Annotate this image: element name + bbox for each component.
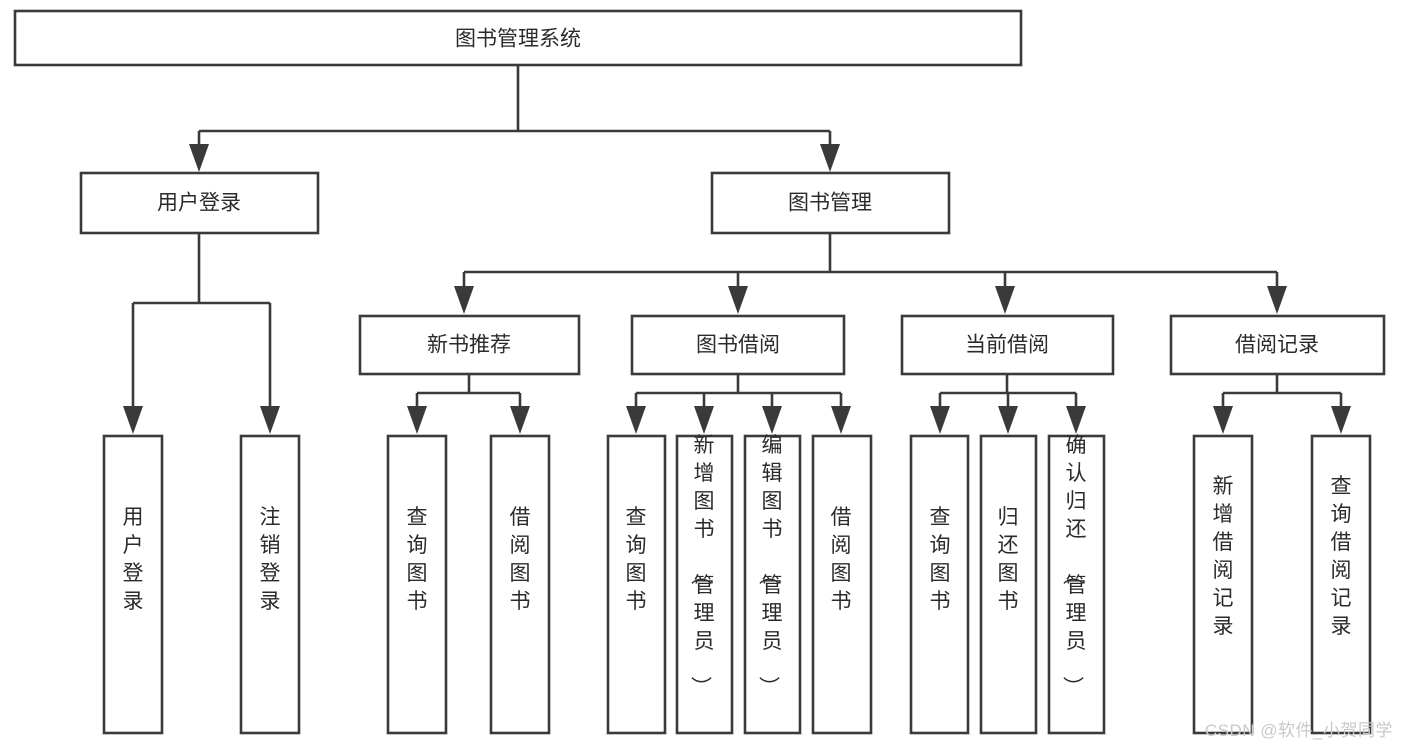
leaf-user-login-label: 用户登录 xyxy=(123,506,144,613)
node-new-book-recommend[interactable]: 新书推荐 xyxy=(358,314,581,376)
csdn-watermark: CSDN @软件_小贺同学 xyxy=(1204,721,1393,740)
leaf-newbook-query-book-box[interactable] xyxy=(386,434,448,735)
arrowhead-to-leaf-current-query xyxy=(930,406,950,434)
arrowhead-to-leaf-borrow-add xyxy=(694,406,714,434)
leaf-record-query-label: 查询借阅记录 xyxy=(1331,475,1352,638)
leaf-borrow-edit-book-label: 编辑图书（管理员） xyxy=(757,434,783,697)
arrowhead-to-leaf-logout xyxy=(260,406,280,434)
leaf-newbook-query-book[interactable]: 查询图书 xyxy=(386,434,448,735)
leaf-borrow-query-book-label: 查询图书 xyxy=(626,506,647,613)
leaf-logout[interactable]: 注销登录 xyxy=(239,434,301,735)
node-book-borrow-box[interactable] xyxy=(630,314,846,376)
leaf-logout-label: 注销登录 xyxy=(260,506,281,613)
leaf-user-login[interactable]: 用户登录 xyxy=(102,434,164,735)
leaf-borrow-add-book-box[interactable] xyxy=(675,434,734,735)
leaf-newbook-borrow-book-box[interactable] xyxy=(489,434,551,735)
arrowhead-to-leaf-newbook-query xyxy=(407,406,427,434)
leaf-current-query-book-label: 查询图书 xyxy=(930,506,951,613)
node-user-login-label: 用户登录 xyxy=(157,192,241,215)
arrowhead-to-book-mgmt xyxy=(820,144,840,172)
leaf-borrow-query-book-box[interactable] xyxy=(606,434,667,735)
leaf-current-return-book-label: 归还图书 xyxy=(998,506,1019,613)
node-borrow-record-box[interactable] xyxy=(1169,314,1386,376)
connector-layer xyxy=(131,65,1343,406)
leaf-borrow-add-book-label: 新增图书（管理员） xyxy=(689,434,715,697)
node-root-system[interactable]: 图书管理系统 xyxy=(13,9,1023,67)
leaf-current-query-book-box[interactable] xyxy=(909,434,970,735)
leaf-current-confirm-return-box[interactable] xyxy=(1047,434,1106,735)
node-current-borrow-label: 当前借阅 xyxy=(965,334,1049,357)
arrowhead-to-current xyxy=(995,286,1015,314)
node-book-borrow[interactable]: 图书借阅 xyxy=(630,314,846,376)
leaf-record-query[interactable]: 查询借阅记录 xyxy=(1310,434,1372,735)
leaf-borrow-lend-book-label: 借阅图书 xyxy=(831,506,852,613)
node-current-borrow-box[interactable] xyxy=(900,314,1115,376)
leaf-current-query-book[interactable]: 查询图书 xyxy=(909,434,970,735)
leaf-borrow-query-book[interactable]: 查询图书 xyxy=(606,434,667,735)
leaf-logout-box[interactable] xyxy=(239,434,301,735)
leaf-record-add-label: 新增借阅记录 xyxy=(1213,475,1234,638)
node-book-borrow-label: 图书借阅 xyxy=(696,334,780,357)
arrowhead-to-record xyxy=(1267,286,1287,314)
leaf-borrow-add-book[interactable]: 新增图书（管理员） xyxy=(675,434,734,735)
node-borrow-record-label: 借阅记录 xyxy=(1235,334,1319,357)
arrowhead-to-borrow xyxy=(728,286,748,314)
arrowhead-to-leaf-record-query xyxy=(1331,406,1351,434)
node-book-management[interactable]: 图书管理 xyxy=(710,171,951,235)
leaf-record-query-box[interactable] xyxy=(1310,434,1372,735)
arrowhead-to-leaf-borrow-edit xyxy=(762,406,782,434)
arrowhead-layer xyxy=(123,144,1351,434)
leaf-borrow-edit-book[interactable]: 编辑图书（管理员） xyxy=(743,434,802,735)
leaf-borrow-lend-book[interactable]: 借阅图书 xyxy=(811,434,873,735)
arrowhead-to-leaf-borrow-query xyxy=(626,406,646,434)
leaf-current-confirm-return[interactable]: 确认归还（管理员） xyxy=(1047,434,1106,735)
arrowhead-to-leaf-current-confirm xyxy=(1066,406,1086,434)
leaf-newbook-borrow-book-label: 借阅图书 xyxy=(510,506,531,613)
arrowhead-to-leaf-user-login xyxy=(123,406,143,434)
node-book-management-label: 图书管理 xyxy=(788,192,872,215)
node-user-login[interactable]: 用户登录 xyxy=(79,171,320,235)
arrowhead-to-newbook xyxy=(454,286,474,314)
leaf-newbook-borrow-book[interactable]: 借阅图书 xyxy=(489,434,551,735)
node-new-book-recommend-box[interactable] xyxy=(358,314,581,376)
leaf-current-return-book-box[interactable] xyxy=(979,434,1038,735)
node-new-book-recommend-label: 新书推荐 xyxy=(427,334,511,357)
leaf-borrow-lend-book-box[interactable] xyxy=(811,434,873,735)
node-root-system-box[interactable] xyxy=(13,9,1023,67)
node-borrow-record[interactable]: 借阅记录 xyxy=(1169,314,1386,376)
leaf-user-login-box[interactable] xyxy=(102,434,164,735)
leaf-record-add-box[interactable] xyxy=(1192,434,1254,735)
leaf-borrow-edit-book-box[interactable] xyxy=(743,434,802,735)
node-root-system-label: 图书管理系统 xyxy=(455,28,581,51)
arrowhead-to-leaf-borrow-lend xyxy=(831,406,851,434)
arrowhead-to-user-login xyxy=(189,144,209,172)
leaf-record-add[interactable]: 新增借阅记录 xyxy=(1192,434,1254,735)
arrowhead-to-leaf-record-add xyxy=(1213,406,1233,434)
node-book-management-box[interactable] xyxy=(710,171,951,235)
leaf-current-return-book[interactable]: 归还图书 xyxy=(979,434,1038,735)
node-current-borrow[interactable]: 当前借阅 xyxy=(900,314,1115,376)
node-user-login-box[interactable] xyxy=(79,171,320,235)
leaf-newbook-query-book-label: 查询图书 xyxy=(407,506,428,613)
arrowhead-to-leaf-current-return xyxy=(998,406,1018,434)
arrowhead-to-leaf-newbook-borrow xyxy=(510,406,530,434)
leaf-current-confirm-return-label: 确认归还（管理员） xyxy=(1061,434,1087,697)
